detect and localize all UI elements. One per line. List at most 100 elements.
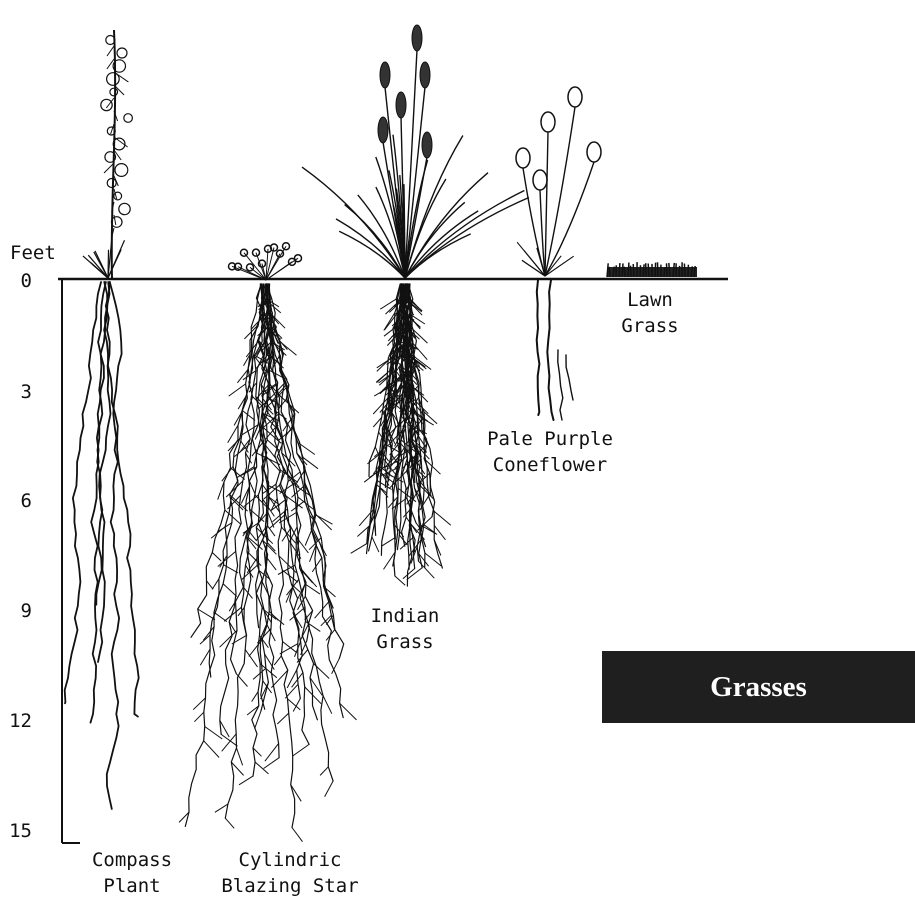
blazing-star-root-rootlet bbox=[245, 650, 257, 667]
coneflower-leaf bbox=[545, 256, 574, 276]
indian-grass-root-rootlet bbox=[403, 569, 415, 579]
cylindric-blazing-star-illustration bbox=[179, 243, 357, 842]
blazing-star-root bbox=[267, 284, 334, 781]
compass-plant-flower bbox=[101, 99, 112, 110]
compass-plant-flower bbox=[115, 164, 128, 177]
indian-grass-root-rootlet bbox=[381, 538, 395, 547]
indian-grass-blade bbox=[405, 191, 524, 279]
indian-grass-root-rootlet bbox=[424, 412, 437, 424]
blazing-star-root-rootlet bbox=[221, 734, 237, 746]
blazing-star-flower bbox=[253, 249, 260, 256]
blazing-star-root-rootlet bbox=[293, 744, 310, 756]
lawn-grass-blade bbox=[658, 262, 659, 277]
compass-plant-leaf bbox=[83, 256, 108, 278]
indian-grass-seedhead bbox=[378, 117, 388, 143]
compass-plant-flower bbox=[107, 73, 120, 86]
lawn-grass-blade bbox=[648, 264, 649, 278]
blazing-star-root-rootlet bbox=[237, 748, 243, 765]
blazing-star-root-rootlet bbox=[225, 818, 234, 828]
lawn-grass-blade bbox=[609, 267, 610, 277]
depth-tick-9: 9 bbox=[0, 600, 32, 622]
indian-grass-blade bbox=[405, 179, 446, 278]
blazing-star-root-rootlet bbox=[287, 670, 297, 688]
blazing-star-root-rootlet bbox=[205, 727, 223, 740]
label-indian-grass: Indian Grass bbox=[345, 603, 465, 655]
blazing-star-root-rootlet bbox=[288, 699, 301, 710]
blazing-star-root-rootlet bbox=[252, 692, 259, 702]
lawn-grass-blade bbox=[655, 263, 656, 277]
blazing-star-root-rootlet bbox=[198, 609, 215, 620]
blazing-star-root-rootlet bbox=[241, 486, 249, 503]
label-lawn-grass: Lawn Grass bbox=[600, 287, 700, 339]
blazing-star-stem bbox=[266, 246, 286, 280]
compass-plant-illustration bbox=[65, 30, 139, 809]
lawn-grass-blade bbox=[684, 264, 685, 278]
coneflower-head bbox=[516, 148, 530, 168]
depth-tick-6: 6 bbox=[0, 490, 32, 512]
blazing-star-root-rootlet bbox=[312, 558, 322, 572]
lawn-grass-blade bbox=[619, 263, 620, 277]
coneflower-head bbox=[541, 112, 555, 132]
blazing-star-root-rootlet bbox=[323, 696, 332, 714]
lawn-grass-blade bbox=[640, 265, 641, 277]
label-compass-plant: Compass Plant bbox=[72, 847, 192, 899]
blazing-star-root-rootlet bbox=[243, 587, 252, 598]
indian-grass-root-rootlet bbox=[395, 576, 405, 585]
depth-tick-0: 0 bbox=[0, 270, 32, 292]
compass-plant-flower bbox=[107, 179, 116, 188]
indian-grass-root-rootlet bbox=[351, 544, 367, 554]
compass-plant-leaf bbox=[108, 240, 125, 278]
blazing-star-root-rootlet bbox=[292, 828, 303, 842]
blazing-star-root-rootlet bbox=[320, 767, 328, 776]
coneflower-root bbox=[558, 350, 563, 420]
indian-grass-root-rootlet bbox=[434, 526, 445, 540]
blazing-star-root-rootlet bbox=[200, 635, 210, 644]
depth-tick-3: 3 bbox=[0, 381, 32, 403]
depth-tick-15: 15 bbox=[0, 820, 32, 842]
blazing-star-root-rootlet bbox=[305, 584, 320, 594]
blazing-star-root-rootlet bbox=[314, 664, 330, 679]
blazing-star-root-rootlet bbox=[207, 581, 214, 589]
indian-grass-seedhead bbox=[380, 62, 390, 88]
indian-grass-seedhead bbox=[396, 92, 406, 118]
blazing-star-root-rootlet bbox=[253, 668, 266, 679]
blazing-star-root-rootlet bbox=[255, 762, 268, 774]
lawn-grass-blade bbox=[633, 264, 634, 277]
coneflower-stem bbox=[545, 132, 548, 276]
blazing-star-root-rootlet bbox=[265, 743, 279, 761]
grasses-badge: Grasses bbox=[602, 651, 915, 723]
lawn-grass-blade bbox=[622, 263, 623, 277]
label-cylindric-blazing-star: Cylindric Blazing Star bbox=[200, 847, 380, 899]
blazing-star-root-rootlet bbox=[194, 712, 203, 722]
indian-grass-illustration bbox=[302, 25, 529, 586]
coneflower-root bbox=[566, 355, 573, 400]
blazing-star-root-rootlet bbox=[305, 530, 312, 546]
blazing-star-root-rootlet bbox=[229, 384, 246, 396]
lawn-grass-blade bbox=[667, 263, 668, 277]
indian-grass-seedhead bbox=[420, 62, 430, 88]
blazing-star-root-rootlet bbox=[269, 611, 278, 620]
blazing-star-root-rootlet bbox=[282, 529, 290, 542]
blazing-star-root-rootlet bbox=[212, 553, 221, 562]
label-pale-purple-coneflower: Pale Purple Coneflower bbox=[470, 426, 630, 478]
pale-purple-coneflower-illustration bbox=[516, 87, 601, 420]
indian-grass-blade bbox=[405, 198, 529, 279]
coneflower-taproot bbox=[547, 280, 553, 420]
compass-plant-flower bbox=[114, 192, 122, 200]
compass-plant-leaf bbox=[94, 252, 108, 278]
blazing-star-root-rootlet bbox=[204, 741, 219, 758]
lawn-grass-blade bbox=[624, 267, 625, 277]
axis-title: Feet bbox=[10, 242, 70, 264]
blazing-star-root bbox=[267, 284, 344, 658]
coneflower-head bbox=[533, 170, 547, 190]
compass-plant-leaf bbox=[107, 46, 114, 56]
blazing-star-root-rootlet bbox=[239, 776, 253, 785]
indian-grass-seedhead bbox=[422, 132, 432, 158]
lawn-grass-blade bbox=[679, 266, 680, 277]
indian-grass-seedhead bbox=[412, 25, 422, 51]
indian-grass-root-rootlet bbox=[372, 537, 379, 552]
blazing-star-root-rootlet bbox=[228, 425, 238, 443]
blazing-star-root-rootlet bbox=[267, 542, 275, 551]
coneflower-taproot bbox=[537, 280, 540, 415]
